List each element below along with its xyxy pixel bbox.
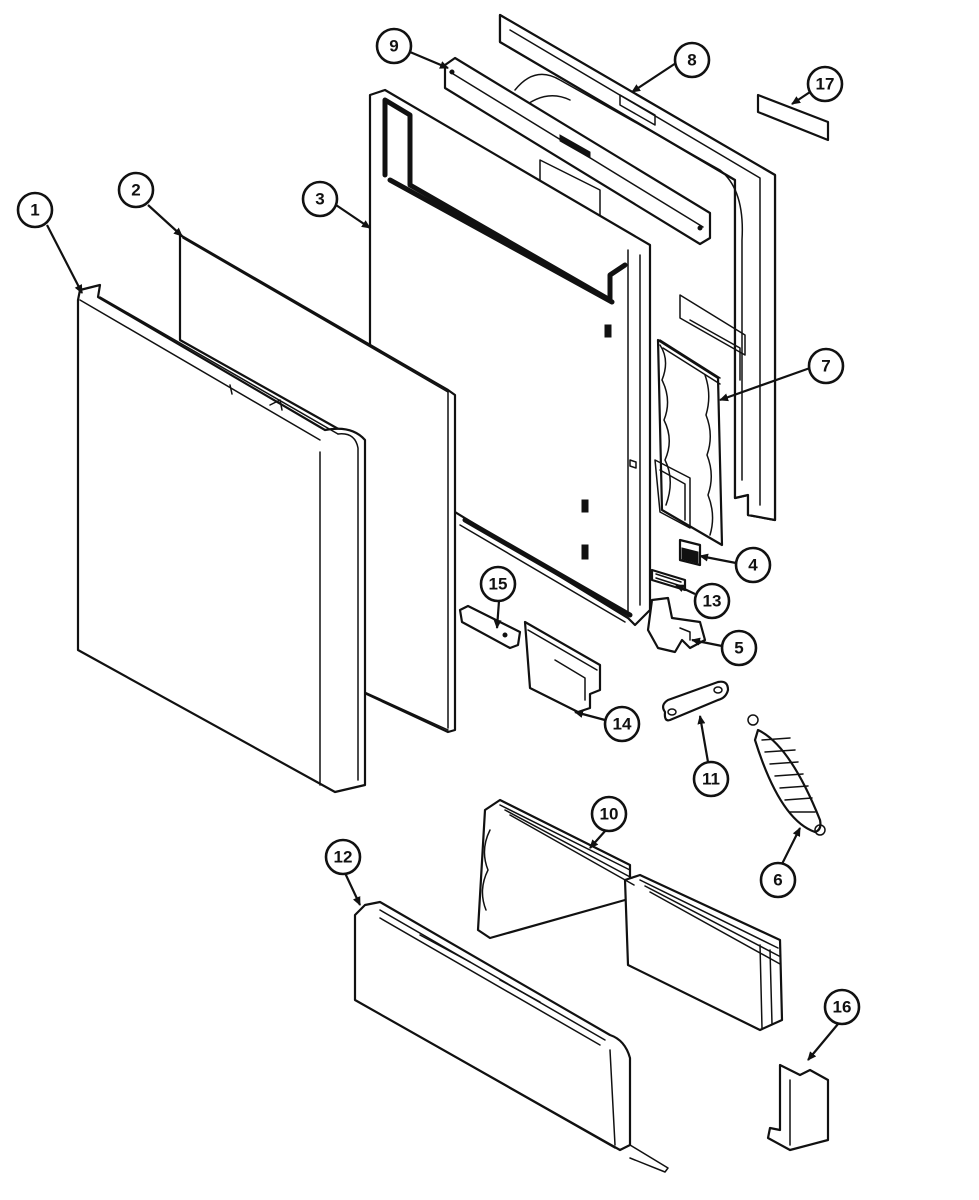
svg-text:16: 16 xyxy=(833,998,852,1017)
svg-text:10: 10 xyxy=(600,805,619,824)
svg-text:5: 5 xyxy=(734,639,743,658)
svg-text:11: 11 xyxy=(702,770,720,789)
svg-text:12: 12 xyxy=(334,848,353,867)
callout-5: 5 xyxy=(691,629,758,667)
part-5-hinge-bracket xyxy=(646,596,707,654)
svg-text:13: 13 xyxy=(703,592,722,611)
part-15-bracket xyxy=(458,604,522,650)
svg-text:8: 8 xyxy=(687,51,696,70)
svg-text:6: 6 xyxy=(773,871,782,890)
svg-text:15: 15 xyxy=(489,575,508,594)
callout-3: 3 xyxy=(301,180,371,229)
callout-13: 13 xyxy=(675,582,731,620)
callout-15: 15 xyxy=(479,565,517,629)
callout-14: 14 xyxy=(574,705,641,743)
svg-text:9: 9 xyxy=(389,37,398,56)
part-9-top-channel xyxy=(443,56,712,246)
callout-10: 10 xyxy=(589,795,628,849)
svg-text:17: 17 xyxy=(816,75,835,94)
svg-text:14: 14 xyxy=(613,715,632,734)
callout-4: 4 xyxy=(699,546,772,584)
part-10-insulation-blanket xyxy=(476,798,784,1032)
svg-text:1: 1 xyxy=(30,201,39,220)
callout-16: 16 xyxy=(807,988,861,1061)
callout-8: 8 xyxy=(631,41,711,93)
callout-2: 2 xyxy=(117,171,183,237)
callout-9: 9 xyxy=(375,27,449,70)
callout-11: 11 xyxy=(692,715,730,798)
part-4-latch-block xyxy=(678,538,702,567)
part-2-outer-panel xyxy=(178,233,457,734)
svg-text:3: 3 xyxy=(315,190,324,209)
part-17-strip xyxy=(756,93,830,142)
part-8-inner-door-liner xyxy=(498,13,777,522)
part-16-corner-bracket xyxy=(766,1063,830,1152)
part-7-insulation xyxy=(656,338,724,547)
svg-text:7: 7 xyxy=(821,357,830,376)
part-11-hinge-link xyxy=(661,680,730,722)
part-6-spring xyxy=(747,714,826,836)
svg-text:4: 4 xyxy=(748,556,758,575)
callout-1: 1 xyxy=(16,191,83,294)
callout-7: 7 xyxy=(719,347,845,402)
part-12-kick-plate xyxy=(353,900,669,1173)
part-1-front-panel xyxy=(76,283,367,794)
callout-6: 6 xyxy=(759,827,801,899)
part-14-mounting-bracket xyxy=(523,620,602,714)
callout-12: 12 xyxy=(324,838,362,906)
callout-17: 17 xyxy=(791,65,844,105)
svg-text:2: 2 xyxy=(131,181,140,200)
